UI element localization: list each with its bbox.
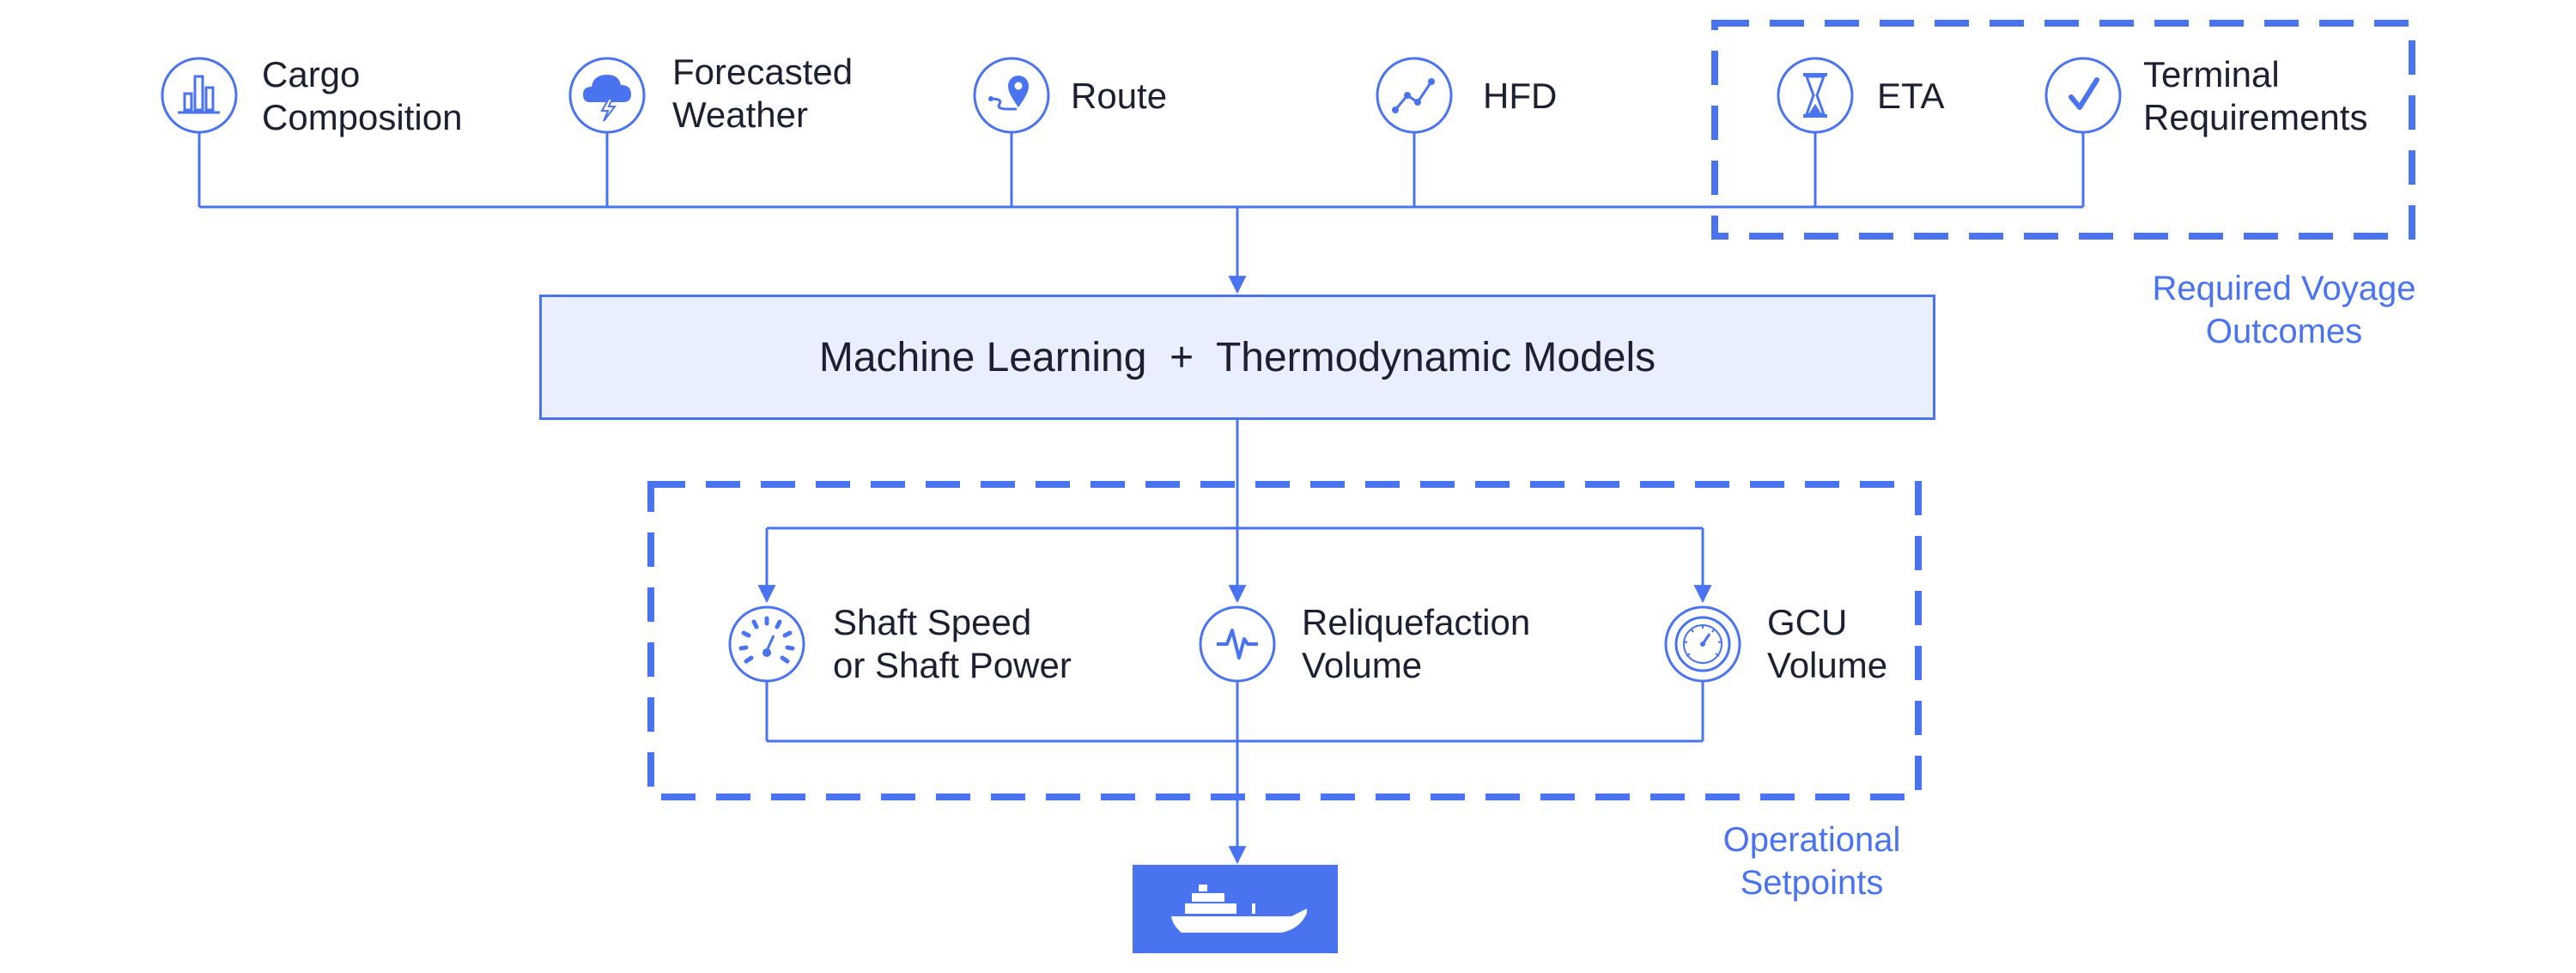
label-line: HFD <box>1483 76 1558 116</box>
map-pin-route-icon <box>973 57 1050 134</box>
gauge-icon <box>1664 605 1741 683</box>
label-line: Requirements <box>2143 97 2368 137</box>
outcome-label-eta: ETA <box>1877 75 1945 118</box>
label-line: or Shaft Power <box>833 645 1072 685</box>
caption-line: Outcomes <box>2205 313 2363 350</box>
setpoint-label-shaft-speed: Shaft Speed or Shaft Power <box>833 601 1072 687</box>
waveform-icon <box>1199 605 1276 683</box>
input-connectors <box>197 132 2085 209</box>
hourglass-icon <box>1777 57 1854 134</box>
setpoint-label-gcu-volume: GCU Volume <box>1767 601 1887 687</box>
label-line: Shaft Speed <box>833 602 1032 642</box>
label-line: Volume <box>1302 645 1423 685</box>
ship-icon <box>1133 865 1338 953</box>
setpoint-label-reliquefaction-volume: Reliquefaction Volume <box>1302 601 1530 687</box>
label-line: ETA <box>1877 76 1945 116</box>
label-line: Reliquefaction <box>1302 602 1531 642</box>
input-label-cargo-composition: Cargo Composition <box>262 53 462 139</box>
model-box: Machine Learning + Thermodynamic Models <box>539 295 1935 420</box>
storm-cloud-icon <box>568 57 646 134</box>
caption-line: Required Voyage <box>2152 270 2416 307</box>
setpoints-caption: Operational Setpoints <box>1674 818 1949 904</box>
input-label-forecasted-weather: Forecasted Weather <box>672 51 853 137</box>
setpoints-frame <box>647 481 1922 800</box>
label-line: Weather <box>672 94 808 135</box>
input-label-hfd: HFD <box>1483 75 1557 118</box>
line-graph-icon <box>1376 57 1453 134</box>
required-outcomes-caption: Required Voyage Outcomes <box>2129 267 2439 353</box>
label-line: Volume <box>1767 645 1888 685</box>
outcome-label-terminal-requirements: Terminal Requirements <box>2143 53 2367 139</box>
caption-line: Setpoints <box>1740 864 1884 902</box>
label-line: Terminal <box>2143 54 2280 94</box>
bar-chart-icon <box>161 57 238 134</box>
label-line: GCU <box>1767 602 1848 642</box>
checkmark-icon <box>2044 57 2122 134</box>
input-label-route: Route <box>1071 75 1167 118</box>
model-label: Machine Learning + Thermodynamic Models <box>818 334 1656 380</box>
setpoint-connectors <box>757 420 1712 743</box>
label-line: Cargo <box>262 54 361 94</box>
speedometer-icon <box>728 605 805 683</box>
caption-line: Operational <box>1722 821 1901 859</box>
label-line: Route <box>1071 76 1168 116</box>
label-line: Forecasted <box>672 52 854 92</box>
label-line: Composition <box>262 97 463 137</box>
required-outcomes-frame <box>1711 20 2415 240</box>
